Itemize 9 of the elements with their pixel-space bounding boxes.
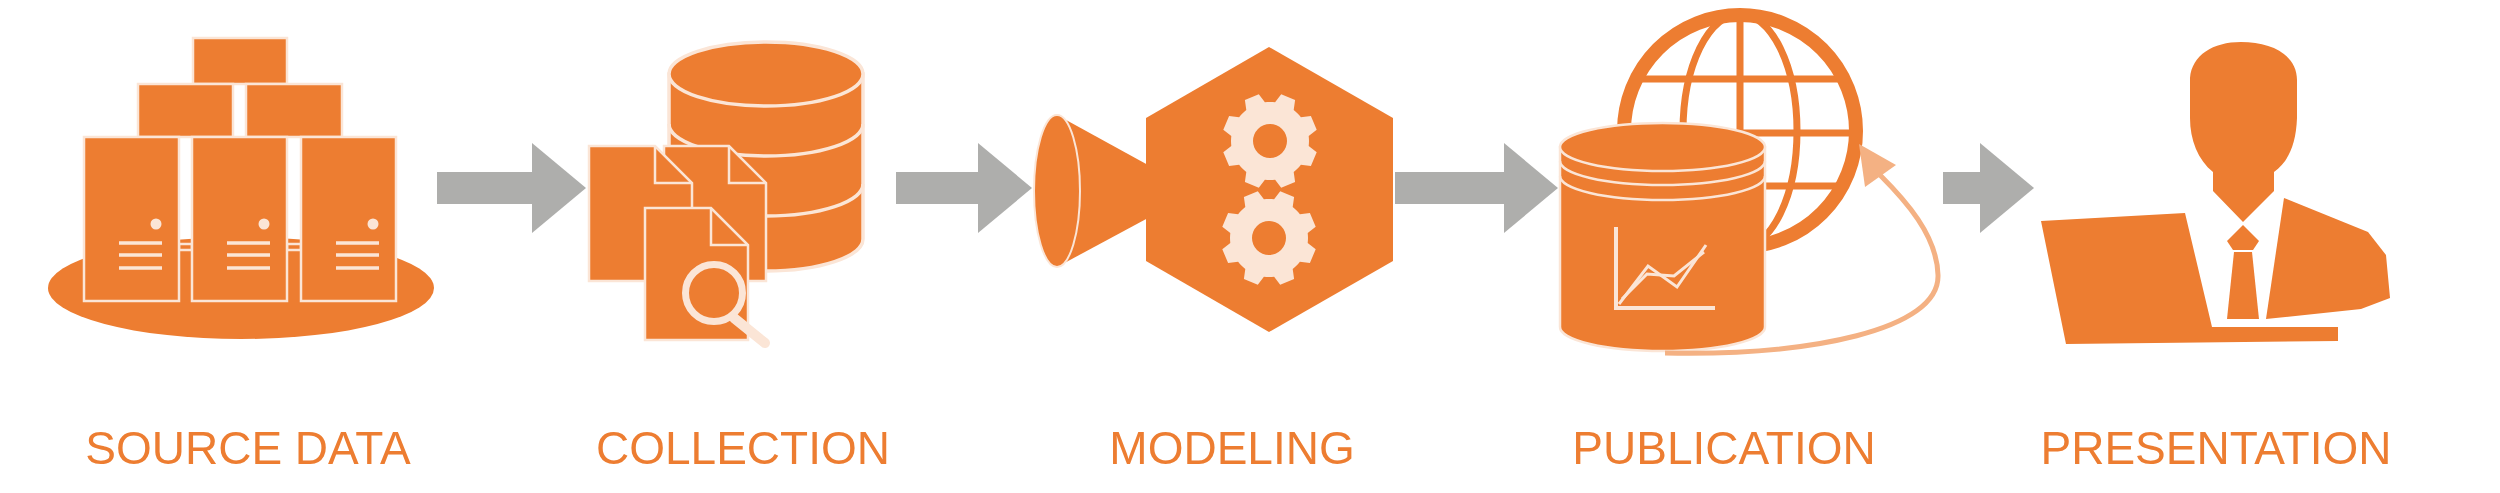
stage-label: MODELING	[1109, 422, 1355, 474]
stage-label: PRESENTATION	[2040, 422, 2392, 474]
stage-label: SOURCE DATA	[85, 422, 411, 474]
arrow	[437, 143, 586, 233]
arrow	[1943, 143, 2034, 233]
stage-label: COLLECTION	[596, 422, 890, 474]
stage-label: PUBLICATION	[1572, 422, 1876, 474]
arrow	[1395, 143, 1558, 233]
arrow	[896, 143, 1032, 233]
